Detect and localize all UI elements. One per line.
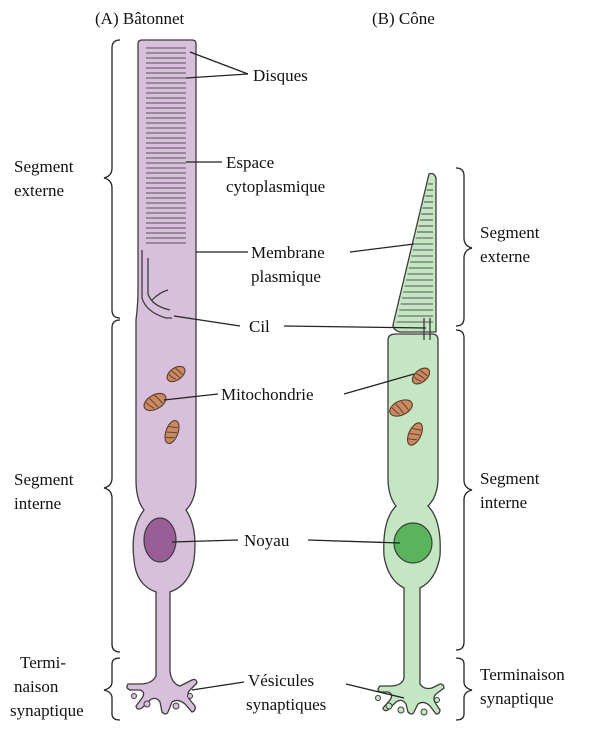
cone-vesicle: [435, 698, 440, 703]
rod-vesicle: [144, 701, 150, 707]
rod-outer-label-2: externe: [14, 181, 64, 200]
leader-lines: [164, 52, 426, 698]
cone-title: (B) Cône: [372, 9, 435, 28]
vesicles-label-1: Vésicules: [248, 671, 314, 690]
cone-vesicle: [376, 696, 381, 701]
cone-terminal-brace: [456, 658, 472, 720]
rod-terminal-label-2: naison: [14, 677, 59, 696]
rod-inner-brace: [104, 320, 120, 652]
cone-vesicle: [421, 709, 427, 715]
rod-vesicle: [188, 694, 193, 699]
membrane-label-1: Membrane: [251, 243, 325, 262]
cone-terminal-label-1: Terminaison: [480, 665, 565, 684]
cone-terminal-label-2: synaptique: [480, 689, 554, 708]
membrane-label-2: plasmique: [251, 267, 321, 286]
rod-inner-label-2: interne: [14, 494, 61, 513]
rod-body: [127, 40, 197, 714]
disks-label: Disques: [253, 66, 308, 85]
cone-cell: [376, 174, 445, 716]
nucleus-label: Noyau: [244, 531, 290, 550]
cilium-leader: [174, 316, 426, 328]
space-label-2: cytoplasmique: [226, 177, 325, 196]
space-label-1: Espace: [226, 153, 274, 172]
rod-outer-label-1: Segment: [14, 157, 74, 176]
rod-nucleus: [144, 518, 176, 562]
cone-inner-brace: [456, 330, 472, 650]
cone-vesicle: [398, 707, 404, 713]
cone-inner-label-2: interne: [480, 493, 527, 512]
cone-outer-label-2: externe: [480, 247, 530, 266]
rod-terminal-brace: [104, 658, 120, 720]
cone-inner-label-1: Segment: [480, 469, 540, 488]
cone-outer-label-1: Segment: [480, 223, 540, 242]
rod-title: (A) Bâtonnet: [95, 9, 185, 28]
cone-outer-brace: [456, 168, 472, 326]
cone-vesicle: [386, 703, 392, 709]
cone-outer-segment: [393, 174, 436, 333]
rod-vesicle: [173, 703, 179, 709]
rod-outer-brace: [104, 40, 120, 318]
rod-vesicle: [132, 694, 137, 699]
rod-terminal-label-3: synaptique: [10, 701, 84, 720]
vesicles-label-2: synaptiques: [246, 695, 326, 714]
cilium-label: Cil: [249, 317, 270, 336]
mitochondria-label: Mitochondrie: [221, 385, 314, 404]
rod-inner-label-1: Segment: [14, 470, 74, 489]
rod-braces: [104, 40, 120, 720]
cone-braces: [456, 168, 472, 720]
rod-cell: [127, 40, 197, 714]
rod-terminal-label-1: Termi-: [20, 653, 66, 672]
